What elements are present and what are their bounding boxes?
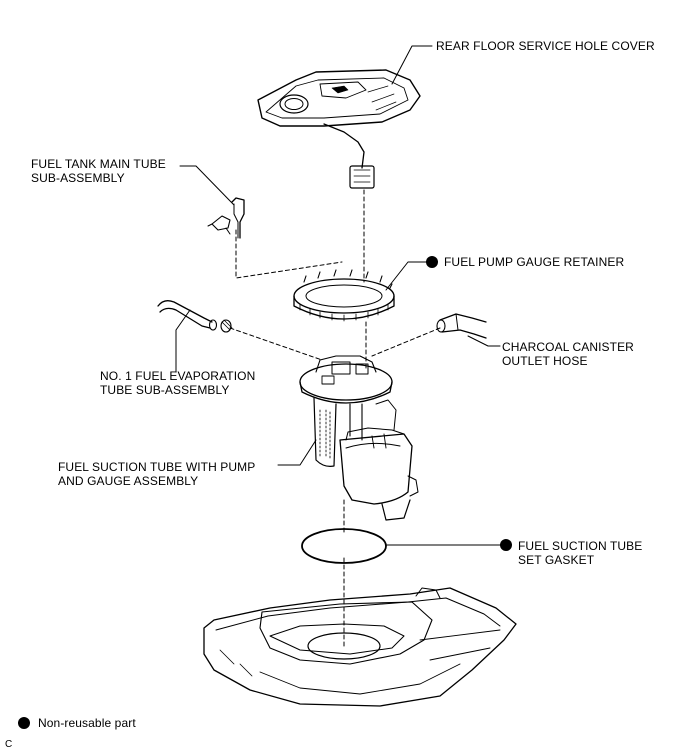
evaporation-tube — [157, 300, 233, 333]
label-rear-floor-service-hole-cover: REAR FLOOR SERVICE HOLE COVER — [436, 39, 655, 53]
non-reusable-marker-gasket — [500, 539, 512, 551]
label-evaporation-tube-line1: NO. 1 FUEL EVAPORATION — [100, 369, 256, 383]
label-evaporation-tube-line2: TUBE SUB-ASSEMBLY — [100, 383, 230, 397]
charcoal-canister-hose — [436, 313, 487, 339]
label-charcoal-canister-line1: CHARCOAL CANISTER — [502, 340, 634, 354]
gauge-retainer-ring — [293, 269, 395, 322]
label-charcoal-canister-line2: OUTLET HOSE — [502, 354, 588, 368]
label-suction-tube-pump-line1: FUEL SUCTION TUBE WITH PUMP — [58, 460, 256, 474]
label-suction-gasket-line2: SET GASKET — [518, 553, 595, 567]
dashed-guides — [229, 189, 441, 649]
figure-code: C — [5, 739, 13, 750]
non-reusable-marker-retainer — [426, 256, 438, 268]
legend-non-reusable-dot — [18, 717, 30, 729]
set-gasket — [301, 528, 387, 564]
label-suction-gasket-line1: FUEL SUCTION TUBE — [518, 539, 643, 553]
fuel-tank-body — [203, 587, 517, 707]
label-fuel-tank-main-tube-line1: FUEL TANK MAIN TUBE — [31, 157, 166, 171]
pump-gauge-assembly — [299, 355, 419, 521]
label-suction-tube-pump-line2: AND GAUGE ASSEMBLY — [58, 474, 199, 488]
legend-non-reusable-text: Non-reusable part — [38, 716, 136, 730]
label-fuel-tank-main-tube-line2: SUB-ASSEMBLY — [31, 171, 125, 185]
fuel-tank-main-tube — [207, 197, 245, 239]
service-hole-cover — [257, 69, 421, 189]
label-fuel-pump-gauge-retainer: FUEL PUMP GAUGE RETAINER — [444, 255, 625, 269]
leader-lines — [175, 45, 501, 546]
